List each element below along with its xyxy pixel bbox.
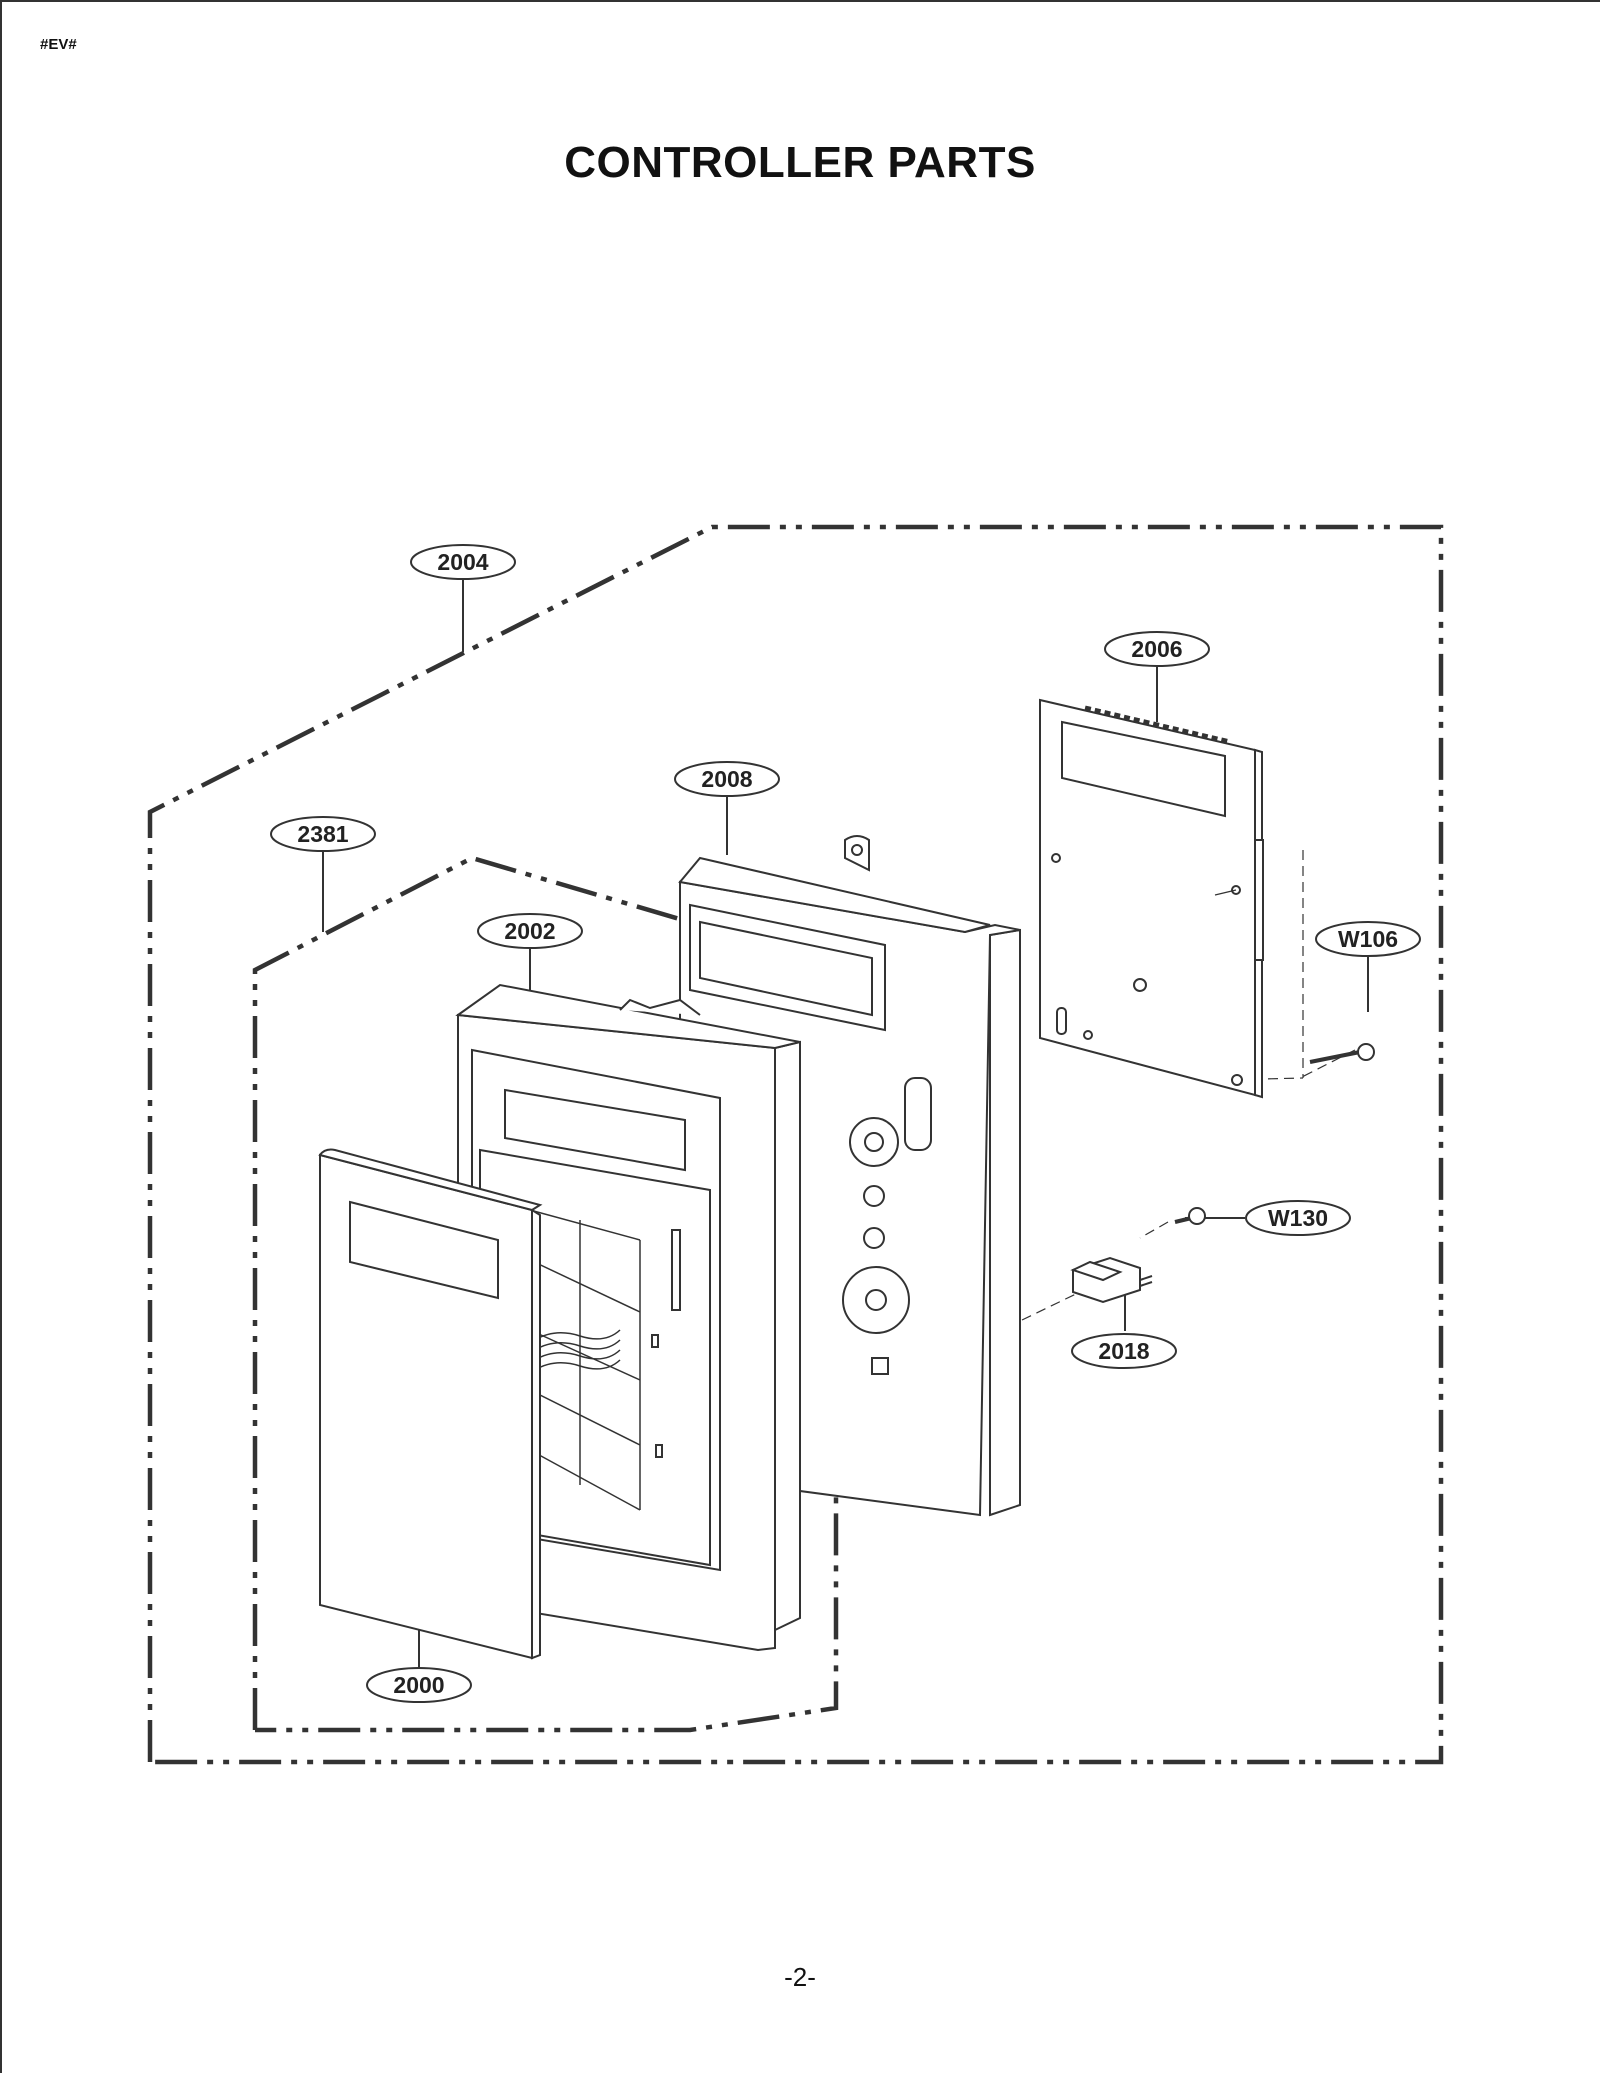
callout-2000: 2000 — [366, 1667, 472, 1703]
callout-2018: 2018 — [1071, 1333, 1177, 1369]
screw-w106-icon — [1309, 1043, 1375, 1064]
callout-2008-label: 2008 — [701, 766, 752, 792]
callout-2381-label: 2381 — [297, 821, 348, 847]
callout-w130-label: W130 — [1268, 1205, 1328, 1231]
pcb-assembly-2006 — [1039, 698, 1264, 1099]
screw-w130-icon — [1174, 1207, 1206, 1225]
callout-w106: W106 — [1315, 921, 1421, 957]
callout-2002: 2002 — [477, 913, 583, 949]
component-2018 — [1070, 1256, 1153, 1304]
callout-2004-label: 2004 — [437, 549, 488, 575]
callout-2018-label: 2018 — [1098, 1338, 1149, 1364]
membrane-panel-2000 — [318, 1148, 543, 1660]
assembly-boundary-2004 — [147, 524, 1444, 1765]
page-title: CONTROLLER PARTS — [564, 138, 1036, 187]
callout-2006-label: 2006 — [1131, 636, 1182, 662]
page-number: -2- — [784, 1962, 816, 1992]
page-code: #EV# — [40, 36, 77, 53]
callout-2381: 2381 — [270, 816, 376, 852]
callout-2006: 2006 — [1104, 631, 1210, 667]
callout-2004: 2004 — [410, 544, 516, 580]
callout-w130: W130 — [1245, 1200, 1351, 1236]
callout-2002-label: 2002 — [504, 918, 555, 944]
callout-w106-label: W106 — [1338, 926, 1398, 952]
callout-2000-label: 2000 — [393, 1672, 444, 1698]
callout-2008: 2008 — [674, 761, 780, 797]
